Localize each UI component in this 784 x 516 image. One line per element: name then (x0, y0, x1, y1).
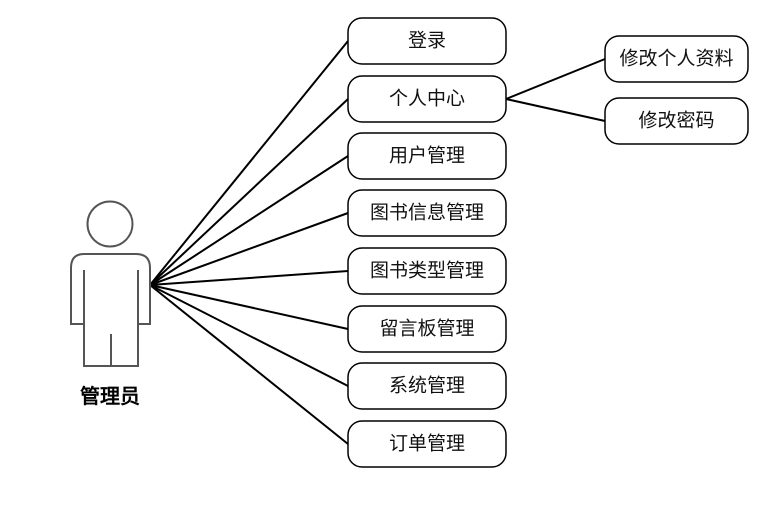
use-case-change-password[interactable]: 修改密码 (604, 97, 749, 145)
use-case-label: 用户管理 (389, 145, 465, 167)
use-cases: 登录 个人中心 用户管理 图书信息管理 图书类型管理 留言板管理 系统管理 订 (347, 17, 507, 468)
use-case-system-management[interactable]: 系统管理 (347, 362, 507, 410)
connector-change-password (505, 98, 606, 122)
use-case-label: 图书信息管理 (370, 202, 484, 224)
use-case-label: 修改个人资料 (619, 48, 733, 70)
sub-connections (505, 58, 606, 122)
actor-head (86, 200, 134, 248)
connector-book-type-management (149, 270, 349, 286)
use-case-label: 图书类型管理 (370, 260, 484, 282)
connector-edit-profile (505, 58, 606, 100)
connector-order-management (149, 284, 349, 445)
person-icon (70, 200, 151, 367)
actor-label: 管理员 (80, 384, 140, 408)
connector-message-board-management (149, 284, 349, 330)
use-case-edit-profile[interactable]: 修改个人资料 (604, 35, 749, 83)
connector-book-info-management (149, 212, 349, 286)
use-case-user-management[interactable]: 用户管理 (347, 132, 507, 180)
use-case-label: 修改密码 (638, 110, 714, 132)
connector-personal-center (149, 98, 349, 286)
connector-login (149, 40, 349, 286)
use-case-personal-center[interactable]: 个人中心 (347, 75, 507, 123)
use-case-order-management[interactable]: 订单管理 (347, 420, 507, 468)
sub-use-cases: 修改个人资料 修改密码 (604, 35, 749, 145)
use-case-label: 登录 (408, 30, 446, 52)
connector-user-management (149, 155, 349, 286)
use-case-login[interactable]: 登录 (347, 17, 507, 65)
use-case-label: 系统管理 (389, 375, 465, 397)
actor-body (70, 253, 151, 367)
connector-system-management (149, 284, 349, 387)
use-case-message-board-management[interactable]: 留言板管理 (347, 305, 507, 353)
use-case-label: 个人中心 (389, 88, 465, 110)
actor: 管理员 (70, 200, 151, 408)
use-case-book-info-management[interactable]: 图书信息管理 (347, 189, 507, 237)
actor-connections (149, 40, 349, 445)
use-case-label: 留言板管理 (379, 318, 474, 340)
use-case-label: 订单管理 (389, 433, 465, 455)
use-case-book-type-management[interactable]: 图书类型管理 (347, 247, 507, 295)
